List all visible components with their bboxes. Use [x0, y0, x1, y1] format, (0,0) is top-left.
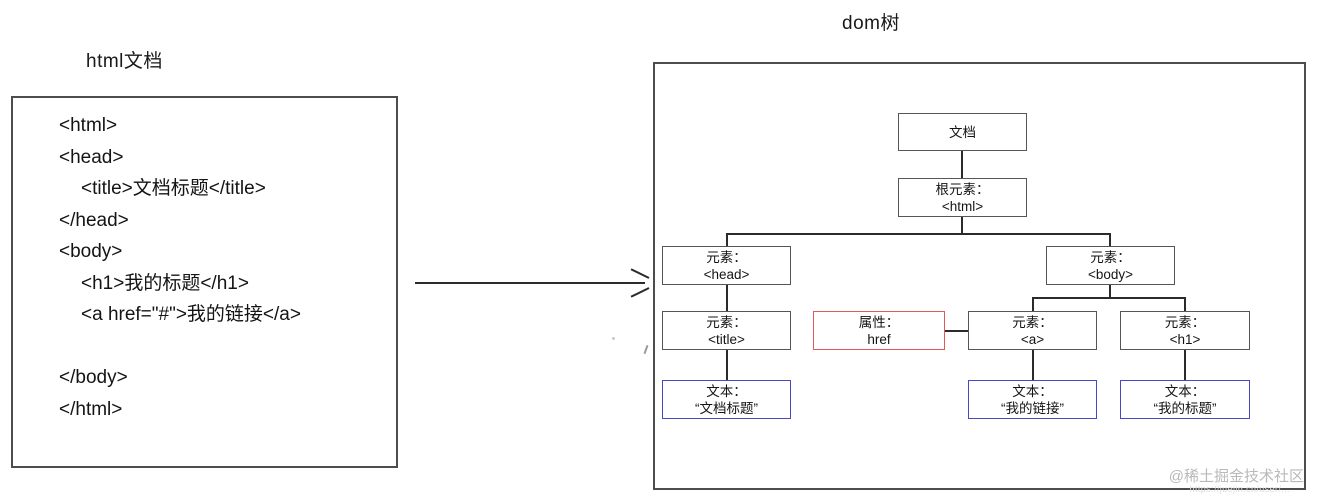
tree-node-label-secondary: <h1> — [1169, 331, 1201, 347]
code-line: <html> — [59, 115, 118, 136]
tree-node-label-primary: 元素： — [706, 314, 747, 330]
tree-node-el-title: 元素：<title> — [662, 311, 791, 350]
connector-head-title — [726, 285, 728, 311]
connector-title-text — [726, 350, 728, 380]
code-line: <a href="#">我的链接</a> — [81, 304, 301, 325]
tree-node-label-secondary: <head> — [703, 266, 750, 282]
tree-node-label-primary: 文本： — [1164, 383, 1206, 399]
code-line-blank — [59, 331, 301, 363]
tree-node-el-h1: 元素：<h1> — [1120, 311, 1250, 350]
flow-arrow-line — [415, 282, 645, 284]
tree-node-label-primary: 根元素： — [935, 181, 990, 197]
connector-body-a — [1032, 297, 1034, 311]
connector-document-html — [961, 151, 963, 178]
tree-node-label-secondary: “我的链接” — [1001, 400, 1064, 416]
tree-node-document: 文档 — [898, 113, 1027, 151]
tree-node-label-secondary: “文档标题” — [695, 400, 758, 416]
code-line: </body> — [59, 367, 128, 388]
watermark-url: https://juejin.cn/user/... — [1189, 484, 1290, 494]
code-line: <body> — [59, 241, 123, 262]
tree-node-label-primary: 文档 — [949, 124, 976, 140]
tree-node-label-secondary: <a> — [1020, 331, 1045, 347]
watermark-label: @稀土掘金技术社区 — [1168, 468, 1304, 485]
tree-node-label-primary: 文本： — [706, 383, 747, 399]
connector-html-head — [726, 233, 728, 246]
connector-h1-text — [1184, 350, 1186, 380]
tree-node-label-secondary: <body> — [1087, 266, 1134, 282]
connector-body-h1 — [1184, 297, 1186, 311]
tree-node-label-secondary: <html> — [941, 198, 984, 214]
html-code-listing: <html> <head> <title>文档标题</title> </head> <b… — [59, 110, 301, 425]
tree-node-label-primary: 元素： — [1164, 314, 1206, 330]
code-line: <title>文档标题</title> — [81, 178, 266, 199]
connector-body-stem — [1109, 285, 1111, 298]
connector-href-a — [945, 330, 969, 332]
tree-node-root-html: 根元素：<html> — [898, 178, 1027, 217]
tree-node-label-secondary: <title> — [708, 331, 745, 347]
tree-node-el-body: 元素：<body> — [1046, 246, 1175, 285]
html-document-title: html文档 — [86, 51, 163, 72]
tree-node-label-secondary: “我的标题” — [1153, 400, 1217, 416]
tree-node-label-primary: 属性： — [858, 314, 900, 330]
scan-speck — [612, 337, 615, 340]
connector-body-bus — [1032, 297, 1185, 299]
scan-speck — [643, 344, 649, 355]
tree-node-label-secondary: href — [867, 331, 891, 347]
tree-node-text-title: 文本：“文档标题” — [662, 380, 791, 419]
html-code-box: <html> <head> <title>文档标题</title> </head> <b… — [11, 96, 398, 468]
code-line: </head> — [59, 209, 129, 231]
tree-node-label-primary: 元素： — [706, 249, 747, 265]
connector-html-body — [1109, 233, 1111, 246]
dom-tree-title: dom树 — [842, 13, 900, 34]
flow-arrow-head-icon — [629, 273, 649, 293]
code-line: <head> — [59, 146, 124, 168]
tree-node-label-primary: 元素： — [1012, 314, 1053, 330]
tree-node-el-head: 元素：<head> — [662, 246, 791, 285]
tree-node-el-a: 元素：<a> — [968, 311, 1097, 350]
code-line: </html> — [59, 398, 123, 420]
connector-html-stem — [961, 217, 963, 234]
tree-node-text-link: 文本：“我的链接” — [968, 380, 1097, 419]
tree-node-label-primary: 文本： — [1012, 383, 1053, 399]
tree-node-attr-href: 属性：href — [813, 311, 945, 350]
tree-node-label-primary: 元素： — [1090, 249, 1131, 265]
code-line: <h1>我的标题</h1> — [81, 272, 249, 294]
connector-html-bus — [726, 233, 1111, 235]
connector-a-text — [1032, 350, 1034, 380]
tree-node-text-h1: 文本：“我的标题” — [1120, 380, 1250, 419]
